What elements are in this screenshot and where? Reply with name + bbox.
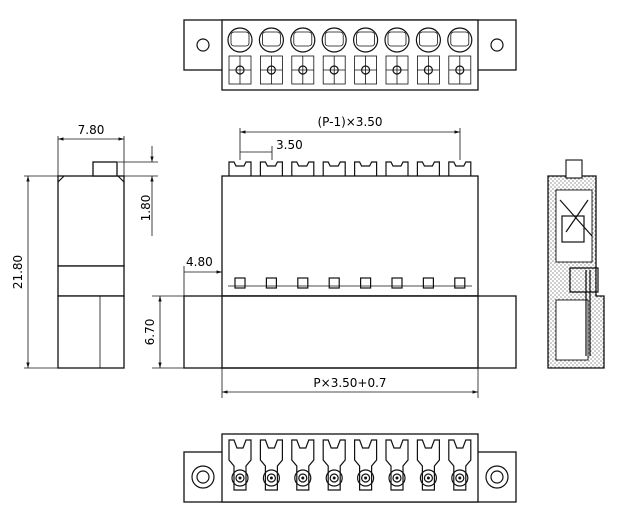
front-latch (354, 161, 378, 176)
bottom-slot (385, 439, 409, 491)
top-release-button (415, 27, 441, 53)
front-view (183, 161, 517, 369)
bottom-slot (228, 439, 252, 491)
dimension-pitch: 3.50 (240, 138, 303, 160)
dimension-depth: 7.80 (57, 123, 125, 176)
front-latch (322, 161, 346, 176)
bottom-slot (354, 439, 378, 491)
dimension-total-length: P×3.50+0.7 (221, 368, 479, 398)
mount-hole-left (196, 38, 210, 52)
front-test-window (234, 277, 246, 289)
top-release-button (258, 27, 284, 53)
dim-depth-label: 7.80 (78, 123, 105, 137)
bottom-pin-ring (231, 469, 249, 487)
bottom-pin-ring (388, 469, 406, 487)
front-test-window (422, 277, 434, 289)
mount-boss-left (191, 465, 215, 489)
mount-hole-right (490, 38, 504, 52)
dim-height-label: 21.80 (11, 255, 25, 289)
dim-pitch-label: 3.50 (276, 138, 303, 152)
dim-pitch-span-label: (P-1)×3.50 (317, 115, 382, 129)
bottom-pin-ring (451, 469, 469, 487)
bottom-pin-ring (357, 469, 375, 487)
front-test-window (265, 277, 277, 289)
front-latch (448, 161, 472, 176)
dim-flange-offset-label: 4.80 (186, 255, 213, 269)
dimension-flange-height: 6.70 (143, 295, 184, 369)
bottom-pin-ring (325, 469, 343, 487)
section-view (547, 159, 605, 369)
dimension-flange-offset: 4.80 (183, 255, 222, 296)
side-view (57, 161, 125, 369)
dim-latch-height-label: 1.80 (139, 195, 153, 222)
bottom-slot (259, 439, 283, 491)
bottom-slot (322, 439, 346, 491)
top-release-button (227, 27, 253, 53)
dim-flange-height-label: 6.70 (143, 319, 157, 346)
dimension-latch-height: 1.80 (118, 146, 158, 236)
dimension-height: 21.80 (11, 175, 58, 369)
front-latch (385, 161, 409, 176)
front-test-window (297, 277, 309, 289)
front-latch (259, 161, 283, 176)
bottom-slot (291, 439, 315, 491)
top-release-button (290, 27, 316, 53)
top-release-button (353, 27, 379, 53)
top-release-button (384, 27, 410, 53)
front-latch (416, 161, 440, 176)
top-release-button (321, 27, 347, 53)
front-latch (228, 161, 252, 176)
dimension-pitch-span: (P-1)×3.50 (239, 115, 461, 160)
front-test-window (360, 277, 372, 289)
mount-boss-right (485, 465, 509, 489)
front-latch (291, 161, 315, 176)
dim-total-length-label: P×3.50+0.7 (313, 376, 386, 390)
front-test-window (328, 277, 340, 289)
top-view (183, 19, 517, 91)
top-release-button (447, 27, 473, 53)
bottom-view (183, 433, 517, 503)
bottom-slot (448, 439, 472, 491)
front-test-window (391, 277, 403, 289)
bottom-pin-ring (262, 469, 280, 487)
front-test-window (454, 277, 466, 289)
bottom-pin-ring (294, 469, 312, 487)
bottom-slot (416, 439, 440, 491)
bottom-pin-ring (419, 469, 437, 487)
